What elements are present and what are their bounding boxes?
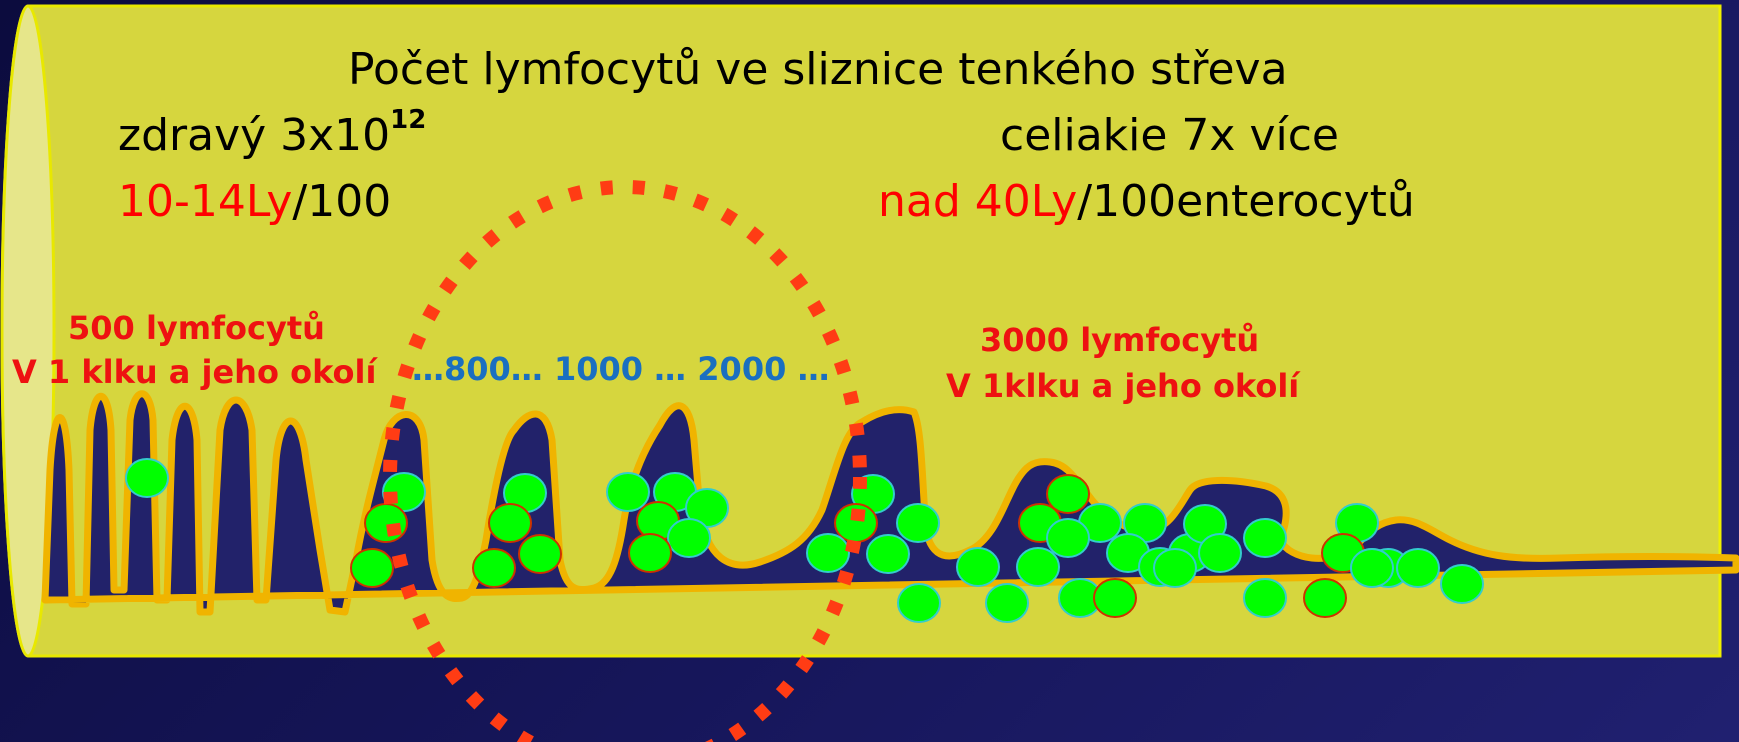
lymphocyte-cell bbox=[1046, 474, 1090, 514]
lymphocyte-cell bbox=[1046, 518, 1090, 558]
lymphocyte-cell bbox=[667, 518, 711, 558]
lymphocyte-cell bbox=[350, 548, 394, 588]
lymphocyte-cell bbox=[1243, 578, 1287, 618]
right-note-line1: 3000 lymfocytů bbox=[980, 321, 1260, 359]
lymphocyte-cell bbox=[985, 583, 1029, 623]
diagram-title: Počet lymfocytů ve sliznice tenkého stře… bbox=[348, 44, 1288, 95]
lymphocyte-cell bbox=[628, 533, 672, 573]
lymphocyte-cell bbox=[1243, 518, 1287, 558]
celiac-ratio-rest: /100enterocytů bbox=[1077, 176, 1415, 227]
healthy-ratio: 10-14Ly/100 bbox=[118, 176, 391, 227]
lymphocyte-cell bbox=[806, 533, 850, 573]
lymphocyte-cell bbox=[1198, 533, 1242, 573]
lymphocyte-cell bbox=[1303, 578, 1347, 618]
healthy-label: zdravý 3x1012 bbox=[118, 105, 426, 161]
tube-left-opening bbox=[0, 4, 56, 658]
lymphocyte-cell bbox=[125, 458, 169, 498]
middle-note: …800… 1000 … 2000 … bbox=[412, 350, 830, 388]
healthy-label-text: zdravý 3x10 bbox=[118, 110, 391, 161]
celiac-ratio: nad 40Ly/100enterocytů bbox=[878, 176, 1415, 227]
right-note-line2: V 1klku a jeho okolí bbox=[946, 367, 1300, 405]
celiac-ratio-red: nad 40Ly bbox=[878, 176, 1078, 227]
dotted-highlight-circle bbox=[383, 180, 867, 742]
left-note-line2: V 1 klku a jeho okolí bbox=[12, 353, 377, 391]
lymphocyte-cell bbox=[1350, 548, 1394, 588]
lymphocyte-cell bbox=[956, 547, 1000, 587]
lymphocyte-cell bbox=[1153, 548, 1197, 588]
healthy-ratio-red: 10-14Ly bbox=[118, 176, 293, 227]
lymphocyte-cell bbox=[1016, 547, 1060, 587]
celiac-label: celiakie 7x více bbox=[1000, 110, 1339, 161]
lymphocyte-cell bbox=[488, 503, 532, 543]
lymphocyte-cell bbox=[1440, 564, 1484, 604]
lymphocyte-cell bbox=[1396, 548, 1440, 588]
healthy-exponent: 12 bbox=[390, 105, 427, 136]
lymphocyte-cell bbox=[866, 534, 910, 574]
left-note-line1: 500 lymfocytů bbox=[68, 309, 325, 347]
lymphocyte-cell bbox=[606, 472, 650, 512]
lymphocyte-cell bbox=[1093, 578, 1137, 618]
lymphocytes bbox=[125, 458, 1484, 623]
lymphocyte-cell bbox=[472, 548, 516, 588]
lymphocyte-cell bbox=[518, 534, 562, 574]
lymphocyte-cell bbox=[364, 503, 408, 543]
healthy-ratio-rest: /100 bbox=[292, 176, 392, 227]
lymphocyte-cell bbox=[896, 503, 940, 543]
lymphocyte-cell bbox=[897, 583, 941, 623]
